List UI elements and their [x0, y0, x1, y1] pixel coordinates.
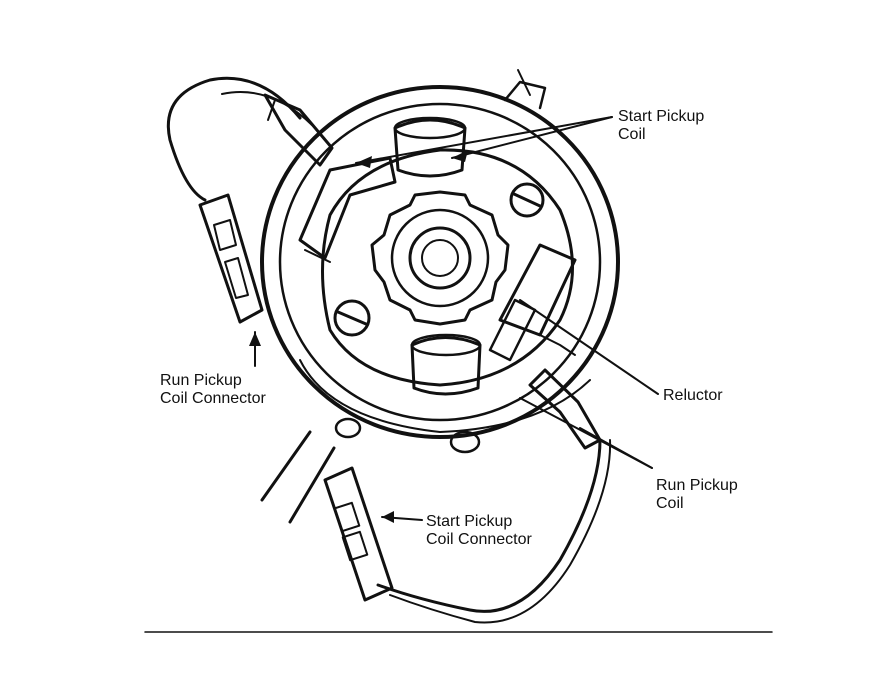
- start-pickup-coil-lower: [410, 333, 482, 396]
- pickup-plate: [321, 148, 574, 387]
- run-pickup-coil-connector-label: Run Pickup Coil Connector: [160, 372, 266, 407]
- arrowheads: [249, 150, 468, 523]
- motion-streaks: [260, 430, 336, 524]
- plate-screws: [333, 182, 545, 337]
- start-pickup-coil-upper: [298, 116, 467, 263]
- run-pickup-coil-lead: [528, 368, 602, 450]
- run-pickup-coil-label: Run Pickup Coil: [656, 477, 738, 512]
- reluctor-label: Reluctor: [663, 387, 723, 404]
- leader-lines: [254, 116, 659, 521]
- run-pickup-coil-body: [488, 243, 577, 362]
- start-pickup-connector-plug: [323, 466, 394, 602]
- start-pickup-lead: [376, 438, 612, 624]
- reluctor: [370, 190, 510, 326]
- run-pickup-connector-plug: [198, 193, 264, 324]
- start-pickup-coil-connector-label: Start Pickup Coil Connector: [426, 513, 532, 548]
- start-pickup-coil-label: Start Pickup Coil: [618, 108, 705, 143]
- run-pickup-lead: [166, 76, 334, 202]
- distributor-housing: [260, 69, 620, 454]
